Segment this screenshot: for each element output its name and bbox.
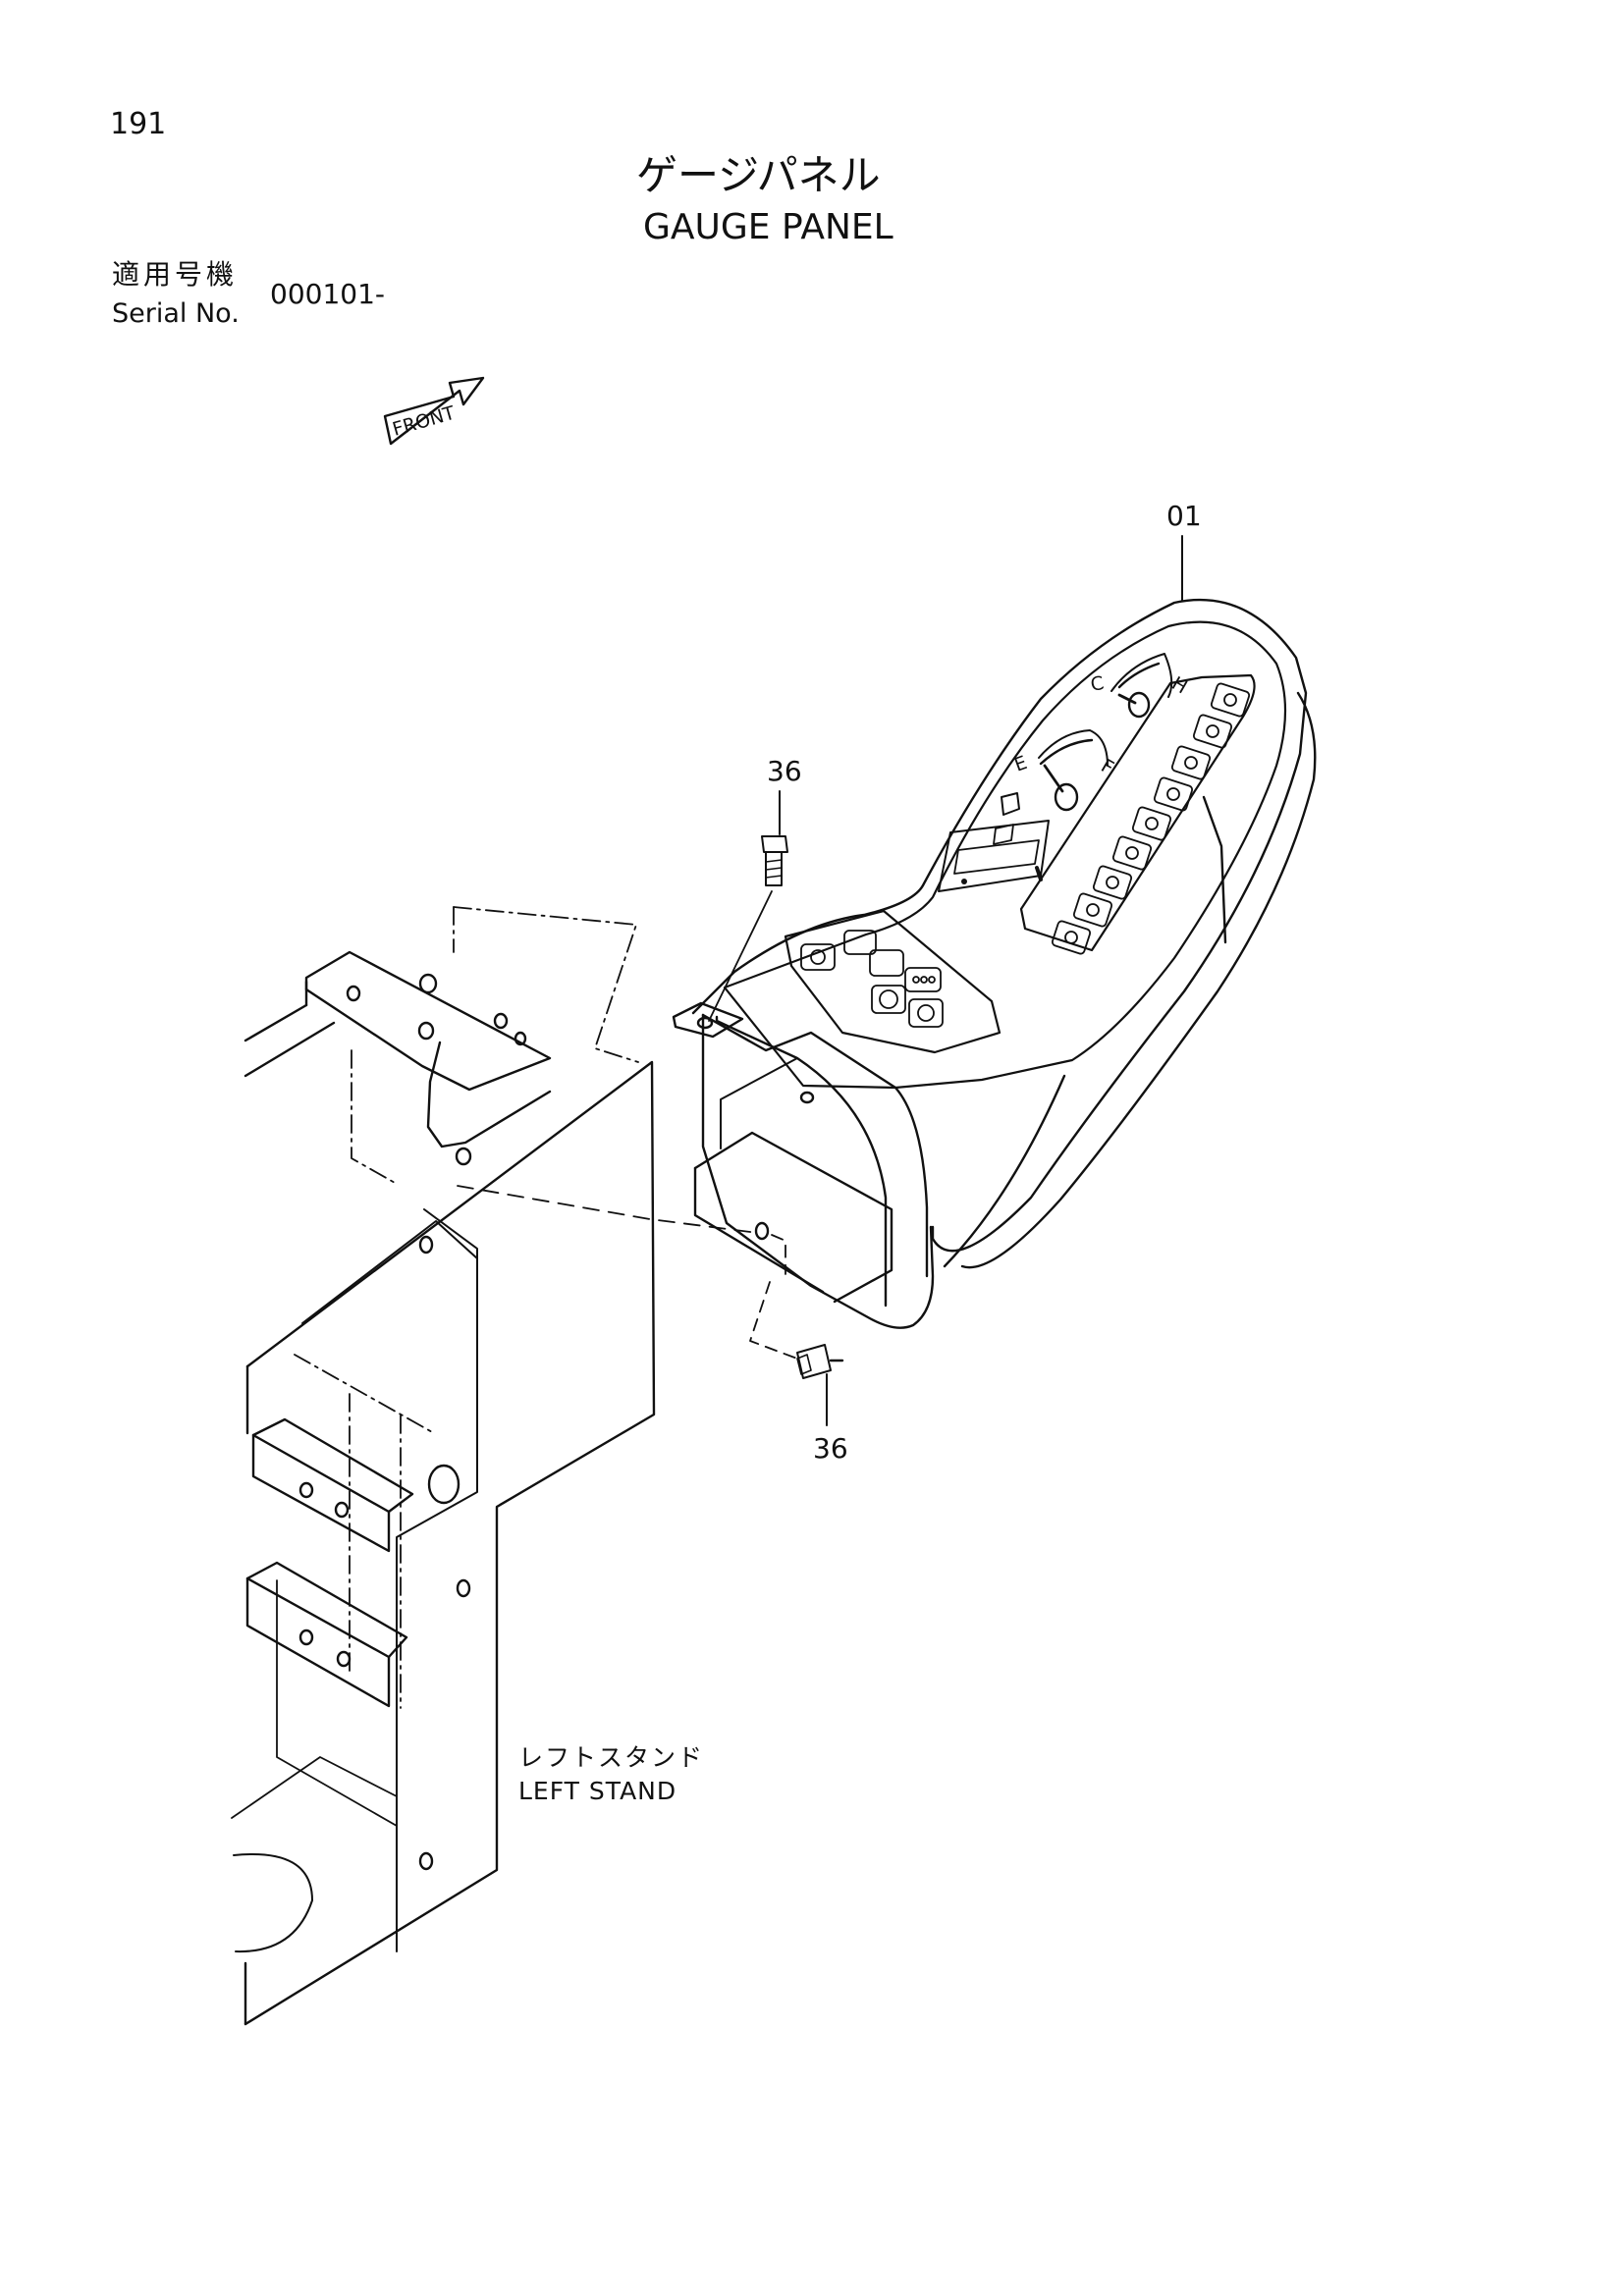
fuel-pump-icon (1001, 792, 1020, 816)
serial-label-japanese: 適用号機 (112, 258, 239, 291)
callout-bolt-upper: 36 (767, 755, 802, 787)
page-number: 191 (110, 107, 167, 141)
fuel-empty-label: E (1011, 752, 1030, 776)
callout-bolt-lower: 36 (813, 1432, 848, 1465)
hourglass-icon (993, 824, 1014, 845)
gauge-panel-face: C H E F (784, 653, 1256, 1054)
serial-number-value: 000101- (270, 278, 385, 310)
indicator-lamps (1051, 682, 1251, 955)
switch-button-1 (800, 943, 836, 971)
indicator-lever-icon (1051, 920, 1092, 955)
switch-buttons (800, 930, 944, 1028)
page-title-english: GAUGE PANEL (643, 207, 893, 247)
bolt-lower (796, 1344, 844, 1379)
switch-button-4 (904, 967, 942, 992)
indicator-fan-icon (1111, 835, 1153, 871)
page-title-japanese: ゲージパネル (636, 151, 881, 199)
indicator-pressure-icon (1131, 806, 1172, 841)
indicator-coolant-icon (1153, 776, 1194, 812)
left-stand-frame (231, 906, 656, 2026)
switch-button-3 (869, 949, 904, 977)
switch-button-2 (843, 930, 877, 955)
left-stand-label-english: LEFT STAND (518, 1777, 677, 1805)
switch-button-5 (871, 985, 906, 1014)
front-arrow: FRONT (383, 376, 485, 446)
temperature-cold-label: C (1089, 672, 1106, 696)
bolt-upper (708, 835, 788, 1022)
gauge-panel-housing (457, 598, 1317, 1360)
indicator-glow-icon (1072, 892, 1113, 928)
indicator-oil-icon (1192, 714, 1233, 749)
indicator-overload-icon (1092, 865, 1133, 900)
front-arrow-label: FRONT (390, 402, 458, 441)
indicator-battery-icon (1210, 682, 1251, 718)
callout-gauge-panel: 01 (1166, 500, 1202, 532)
serial-label-english: Serial No. (112, 298, 240, 329)
left-stand-label-japanese: レフトスタンド (518, 1743, 705, 1772)
switch-button-6 (908, 998, 944, 1028)
indicator-filter-icon (1170, 745, 1212, 780)
